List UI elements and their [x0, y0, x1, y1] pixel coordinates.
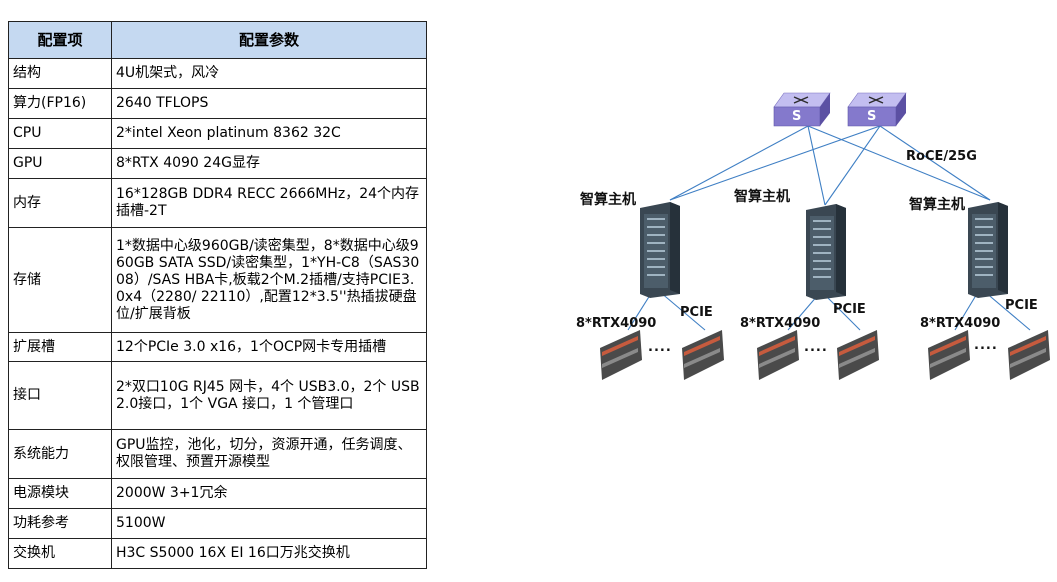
- table-row: 系统能力 GPU监控，池化，切分，资源开通，任务调度、权限管理、预置开源模型: [8, 429, 427, 479]
- host-1-gpu-label: 8*RTX4090: [576, 316, 657, 331]
- spec-table: 配置项 配置参数 结构 4U机架式，风冷 算力(FP16) 2640 TFLOP…: [8, 21, 427, 569]
- link-switch2-host3: [879, 125, 991, 201]
- row-value: 8*RTX 4090 24G显存: [111, 148, 427, 179]
- header-value: 配置参数: [111, 21, 427, 59]
- network-switch-1: [773, 92, 831, 127]
- row-value: 5100W: [111, 508, 427, 539]
- row-item: 接口: [8, 361, 112, 430]
- gpu-card-3a: [928, 330, 970, 380]
- host-3-name: 智算主机: [909, 197, 965, 213]
- row-value: 12个PCIe 3.0 x16，1个OCP网卡专用插槽: [111, 332, 427, 362]
- row-item: 功耗参考: [8, 508, 112, 539]
- host-2-gpu-label: 8*RTX4090: [740, 316, 821, 331]
- gpu-card-2b: [837, 330, 879, 380]
- table-row: 存储 1*数据中心级960GB/读密集型，8*数据中心级960GB SATA S…: [8, 227, 427, 333]
- link-host3-gpus-b: [984, 291, 1031, 331]
- network-switch-2: [847, 92, 907, 127]
- gpu-card-1b: [682, 330, 724, 380]
- link-host1-gpus: [627, 291, 653, 331]
- link-host2-gpus-b: [824, 294, 861, 331]
- link-host3-gpus: [954, 291, 979, 331]
- row-value: 16*128GB DDR4 RECC 2666MHz，24个内存插槽-2T: [111, 178, 427, 228]
- row-item: 电源模块: [8, 478, 112, 509]
- gpu-card-2a: [757, 330, 799, 380]
- table-header-row: 配置项 配置参数: [8, 21, 427, 59]
- server-1: [640, 202, 680, 298]
- switch-2-label: S: [867, 109, 877, 124]
- link-switch1-host1: [669, 125, 809, 201]
- gpu-card-1a: [600, 330, 642, 380]
- row-value: 4U机架式，风冷: [111, 58, 427, 89]
- table-row: 交换机 H3C S5000 16X EI 16口万兆交换机: [8, 538, 427, 569]
- link-switch2-host2: [824, 125, 881, 206]
- table-row: 内存 16*128GB DDR4 RECC 2666MHz，24个内存插槽-2T: [8, 178, 427, 228]
- row-item: CPU: [8, 118, 112, 149]
- row-item: 算力(FP16): [8, 88, 112, 119]
- link-switch1-host3: [807, 125, 991, 201]
- server-2: [806, 204, 846, 300]
- row-item: 存储: [8, 227, 112, 333]
- host-3-gpu-label: 8*RTX4090: [920, 316, 1001, 331]
- host-3-ellipsis: ....: [974, 338, 998, 353]
- row-item: 交换机: [8, 538, 112, 569]
- row-value: 2000W 3+1冗余: [111, 478, 427, 509]
- table-row: 功耗参考 5100W: [8, 508, 427, 539]
- table-row: 结构 4U机架式，风冷: [8, 58, 427, 89]
- header-item: 配置项: [8, 21, 112, 59]
- table-row: GPU 8*RTX 4090 24G显存: [8, 148, 427, 179]
- row-value: 2640 TFLOPS: [111, 88, 427, 119]
- host-1-ellipsis: ....: [648, 340, 672, 355]
- link-switch1-host2: [807, 125, 826, 206]
- topology-graphics: [600, 92, 1050, 380]
- table-row: 扩展槽 12个PCIe 3.0 x16，1个OCP网卡专用插槽: [8, 332, 427, 362]
- host-1-bus-label: PCIE: [680, 305, 713, 320]
- cluster-topology-diagram: S S RoCE/25G 智算主机 智算主机 智算主机 8*RTX4090 8*…: [560, 80, 1057, 390]
- row-item: 内存: [8, 178, 112, 228]
- host-2-ellipsis: ....: [804, 340, 828, 355]
- table-row: 电源模块 2000W 3+1冗余: [8, 478, 427, 509]
- row-item: GPU: [8, 148, 112, 179]
- row-value: 1*数据中心级960GB/读密集型，8*数据中心级960GB SATA SSD/…: [111, 227, 427, 333]
- server-3: [968, 202, 1008, 298]
- host-1-name: 智算主机: [580, 192, 636, 208]
- network-links: [627, 125, 1031, 331]
- row-value: 2*双口10G RJ45 网卡，4个 USB3.0，2个 USB 2.0接口，1…: [111, 361, 427, 430]
- gpu-card-3b: [1008, 330, 1050, 380]
- host-3-bus-label: PCIE: [1005, 298, 1038, 313]
- switch-1-label: S: [792, 109, 802, 124]
- row-value: 2*intel Xeon platinum 8362 32C: [111, 118, 427, 149]
- table-row: 接口 2*双口10G RJ45 网卡，4个 USB3.0，2个 USB 2.0接…: [8, 361, 427, 430]
- table-row: CPU 2*intel Xeon platinum 8362 32C: [8, 118, 427, 149]
- row-item: 扩展槽: [8, 332, 112, 362]
- row-value: H3C S5000 16X EI 16口万兆交换机: [111, 538, 427, 569]
- row-value: GPU监控，池化，切分，资源开通，任务调度、权限管理、预置开源模型: [111, 429, 427, 479]
- table-row: 算力(FP16) 2640 TFLOPS: [8, 88, 427, 119]
- row-item: 结构: [8, 58, 112, 89]
- network-label: RoCE/25G: [906, 149, 977, 164]
- row-item: 系统能力: [8, 429, 112, 479]
- host-2-name: 智算主机: [734, 189, 790, 205]
- link-host1-gpus-b: [659, 291, 706, 331]
- host-2-bus-label: PCIE: [833, 302, 866, 317]
- link-host2-gpus: [787, 294, 819, 331]
- link-switch2-host1: [669, 125, 881, 201]
